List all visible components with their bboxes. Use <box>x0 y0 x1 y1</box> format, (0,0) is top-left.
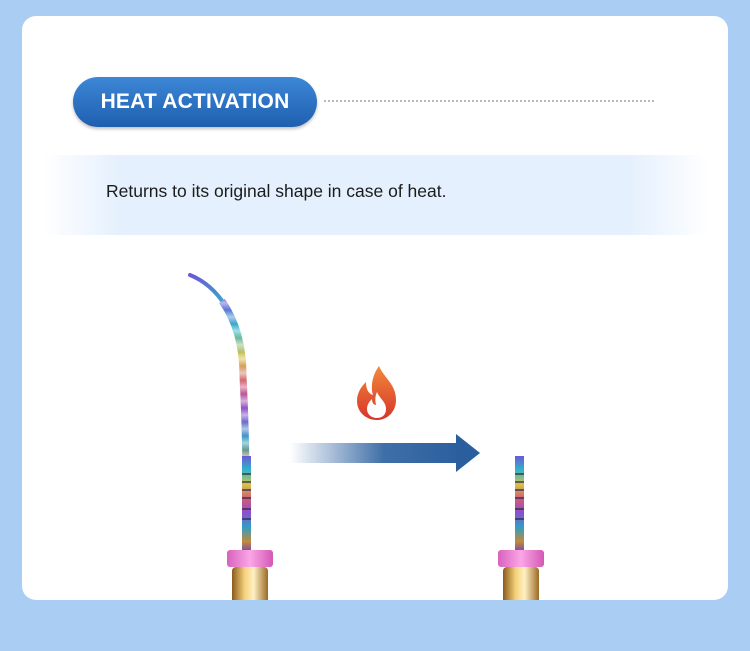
silicone-stop <box>498 550 544 567</box>
straight-file-after <box>498 256 544 600</box>
heat-activation-illustration <box>188 256 544 600</box>
bent-file-before <box>188 273 273 600</box>
caption-band <box>42 155 708 235</box>
file-shank <box>232 567 268 600</box>
file-shank <box>503 567 539 600</box>
arrow-right-icon <box>290 434 480 472</box>
section-title: HEAT ACTIVATION <box>100 90 290 113</box>
flame-icon <box>357 366 396 420</box>
silicone-stop <box>227 550 273 567</box>
dotted-divider <box>324 100 654 102</box>
caption-text: Returns to its original shape in case of… <box>106 181 447 201</box>
feature-card: HEAT ACTIVATION Returns to its original … <box>22 16 728 600</box>
section-title-pill: HEAT ACTIVATION <box>73 77 317 127</box>
